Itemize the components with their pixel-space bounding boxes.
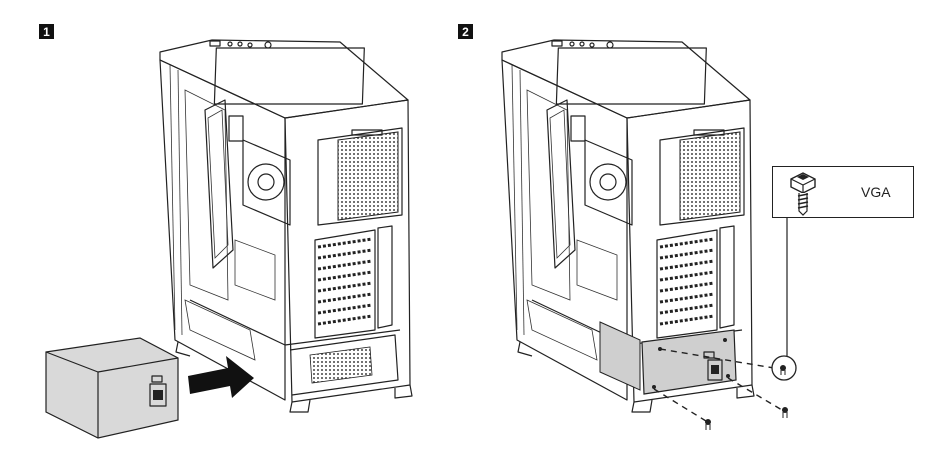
pc-case-step-2 [501,39,755,413]
installed-power-supply [599,321,737,395]
screw-callout-box: VGA [772,166,914,218]
insert-arrow [188,356,254,398]
screw-type-label: VGA [861,184,891,200]
expansion-slots [314,225,393,339]
step-number-1: 1 [39,24,54,39]
screw-icon [790,172,816,216]
pc-case-step-1 [159,39,413,413]
power-socket [703,351,723,381]
screw-icon [782,407,788,418]
power-supply-unit [45,337,179,439]
screw-icon [705,419,711,430]
power-socket [149,375,167,407]
screw-guide-lines [653,348,783,422]
expansion-slots [656,225,735,339]
top-io-buttons [551,40,614,49]
top-io-buttons [209,40,272,49]
step-number-2: 2 [458,24,473,39]
